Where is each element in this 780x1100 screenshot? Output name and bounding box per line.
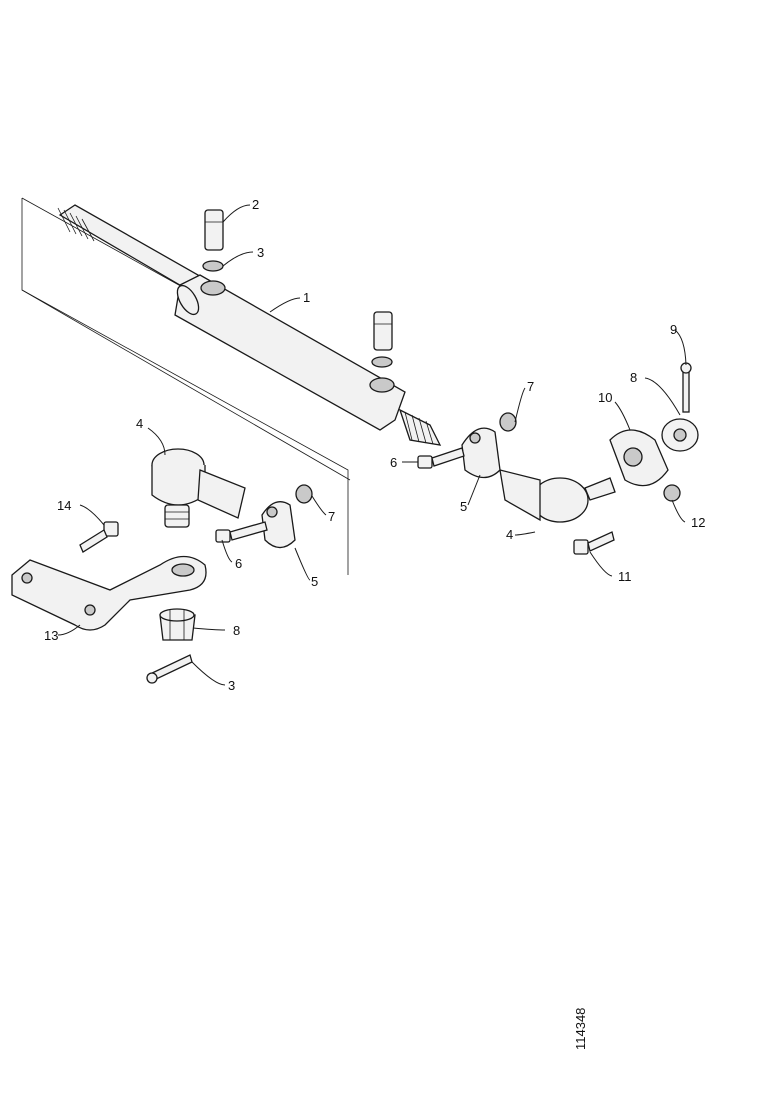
callout-3-lower: 3 bbox=[228, 678, 235, 693]
callout-12: 12 bbox=[691, 515, 705, 530]
thread-left bbox=[57, 207, 95, 242]
split-pin-lower bbox=[146, 654, 193, 684]
callout-9: 9 bbox=[670, 322, 677, 337]
ball-joint-left bbox=[151, 448, 246, 528]
callout-14: 14 bbox=[57, 498, 71, 513]
callout-10: 10 bbox=[598, 390, 612, 405]
callout-3-upper: 3 bbox=[257, 245, 264, 260]
callout-7-left: 7 bbox=[328, 509, 335, 524]
clamp-right bbox=[461, 427, 501, 479]
callout-7-right: 7 bbox=[527, 379, 534, 394]
figure-number: 114348 bbox=[573, 1008, 588, 1050]
callout-4-right: 4 bbox=[506, 527, 513, 542]
ball-joint-right bbox=[499, 469, 616, 523]
bolt-flange bbox=[573, 531, 615, 555]
leader-lines bbox=[57, 204, 687, 686]
flange bbox=[609, 429, 669, 487]
bolt-left bbox=[215, 521, 268, 543]
callout-11: 11 bbox=[618, 569, 632, 584]
tie-rod-tube bbox=[57, 204, 442, 446]
nut-left bbox=[295, 484, 313, 504]
clamp-left bbox=[261, 501, 296, 549]
nut-right bbox=[499, 412, 517, 432]
callout-8-right: 8 bbox=[630, 370, 637, 385]
nut-flange bbox=[663, 484, 681, 502]
callout-6-right: 6 bbox=[390, 455, 397, 470]
bolt-right bbox=[417, 447, 465, 469]
grease-nipple-2 bbox=[373, 311, 393, 351]
bolt-arm bbox=[79, 521, 119, 553]
callout-2: 2 bbox=[252, 197, 259, 212]
callout-5-left: 5 bbox=[311, 574, 318, 589]
callout-1: 1 bbox=[303, 290, 310, 305]
grease-nipple-1 bbox=[204, 209, 224, 251]
callout-13: 13 bbox=[44, 628, 58, 643]
callout-4-left: 4 bbox=[136, 416, 143, 431]
callout-labels: 2 3 1 4 4 5 5 6 6 7 7 8 3 8 9 10 11 12 1… bbox=[44, 197, 705, 693]
split-pin-upper bbox=[680, 362, 692, 413]
steering-arm bbox=[11, 555, 207, 631]
castle-nut bbox=[159, 608, 196, 641]
washer-1 bbox=[202, 260, 224, 272]
thread-right bbox=[398, 408, 442, 446]
callout-8-left: 8 bbox=[233, 623, 240, 638]
washer-2 bbox=[371, 356, 393, 368]
callout-5-right: 5 bbox=[460, 499, 467, 514]
callout-6-left: 6 bbox=[235, 556, 242, 571]
flange-disc bbox=[661, 418, 699, 452]
